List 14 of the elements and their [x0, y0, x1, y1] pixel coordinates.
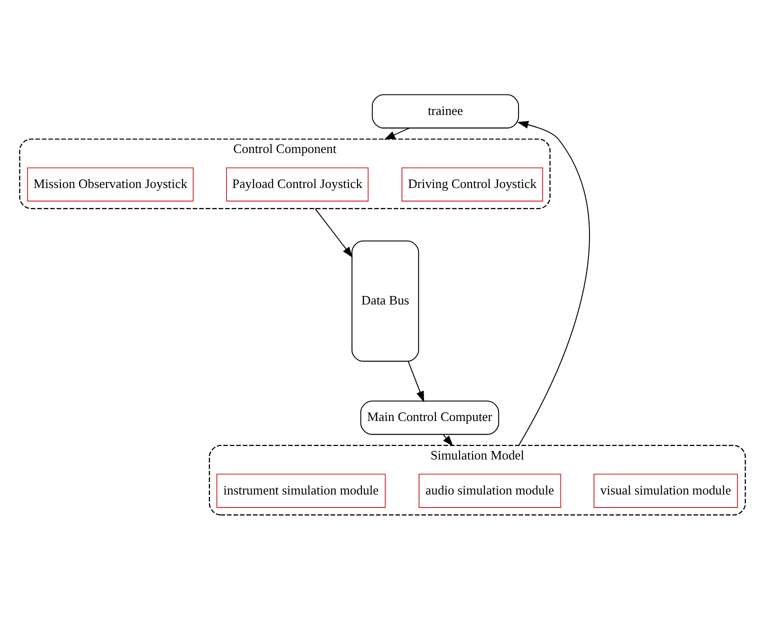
arrow — [314, 208, 353, 258]
node-box: audio simulation module — [418, 474, 562, 508]
arrow — [408, 360, 424, 402]
arrow — [384, 128, 410, 140]
node-box: Main Control Computer — [360, 400, 500, 435]
node-box: Mission Observation Joystick — [27, 167, 194, 202]
node-box: instrument simulation module — [216, 474, 386, 508]
node-box: visual simulation module — [594, 474, 738, 508]
arrow — [442, 434, 454, 447]
node-box: trainee — [372, 94, 520, 128]
arrow — [517, 120, 590, 446]
node-box: Data Bus — [352, 240, 420, 362]
node-box: Payload Control Joystick — [226, 167, 369, 202]
node-box: Driving Control Joystick — [401, 167, 544, 202]
